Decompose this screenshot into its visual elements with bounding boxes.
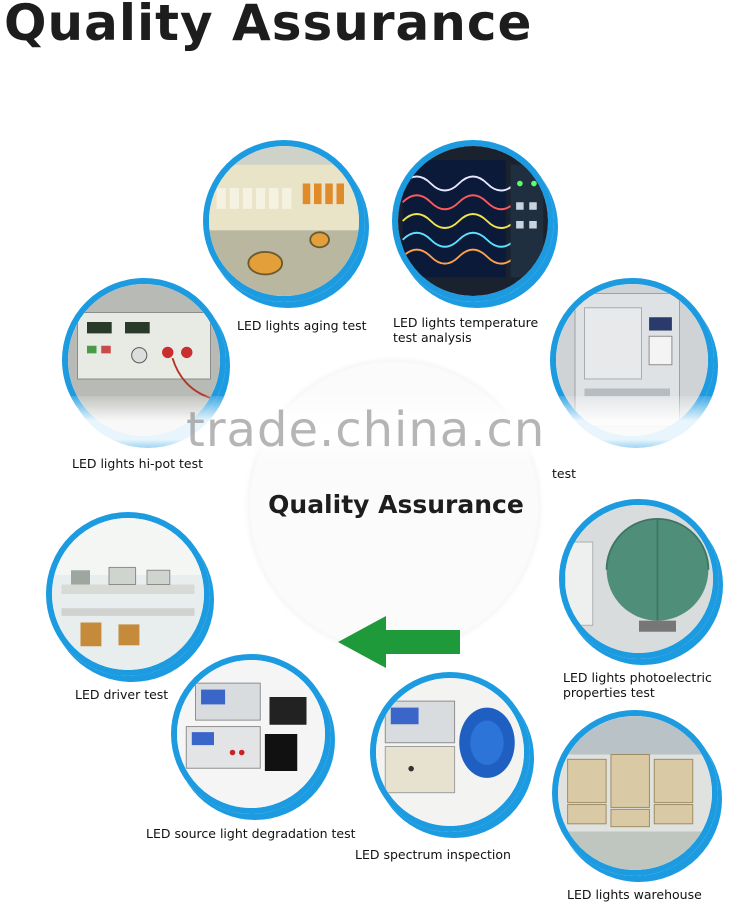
degradation-instrument-photo-icon — [177, 660, 325, 808]
caption-photoelectric-test: LED lights photoelectric properties test — [563, 670, 712, 700]
step-warehouse — [552, 710, 718, 876]
page-title: Quality Assurance — [4, 0, 533, 52]
caption-hipot-test: LED lights hi-pot test — [72, 456, 204, 471]
step-driver-test — [46, 512, 210, 676]
center-title: Quality Assurance — [268, 490, 524, 519]
caption-line-1: LED lights photoelectric — [563, 670, 712, 685]
integrating-sphere-photo-icon — [565, 505, 713, 653]
step-degradation-test — [171, 654, 331, 814]
warehouse-photo-icon — [558, 716, 712, 870]
green-arrow-icon — [338, 616, 460, 668]
watermark: trade.china.cn — [186, 402, 546, 458]
caption-temperature-test: LED lights temperature test analysis — [393, 315, 538, 345]
aging-rack-photo-icon — [209, 146, 359, 296]
caption-warehouse: LED lights warehouse — [567, 887, 702, 902]
caption-spectrum-inspection: LED spectrum inspection — [355, 847, 511, 862]
caption-driver-test: LED driver test — [75, 687, 169, 702]
step-photoelectric-test — [559, 499, 719, 659]
caption-degradation-test: LED source light degradation test — [146, 826, 356, 841]
driver-lab-photo-icon — [52, 518, 204, 670]
caption-line-2: properties test — [563, 685, 655, 700]
watermark-band — [60, 396, 750, 458]
step-spectrum-inspection — [370, 672, 530, 832]
caption-line-1: LED lights temperature — [393, 315, 539, 330]
caption-thermal-chamber: test — [552, 466, 577, 481]
step-temperature-test — [392, 140, 554, 302]
step-aging-test — [203, 140, 365, 302]
caption-aging-test: LED lights aging test — [237, 318, 367, 333]
spectrometer-photo-icon — [376, 678, 524, 826]
caption-line-2: test analysis — [393, 330, 472, 345]
oscilloscope-photo-icon — [398, 146, 548, 296]
